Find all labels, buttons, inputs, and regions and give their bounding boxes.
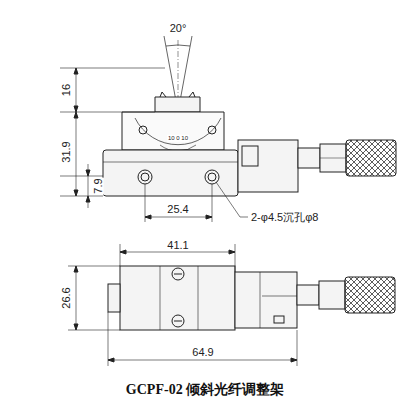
dimension-label: 41.1 bbox=[166, 239, 189, 251]
callout-note: 2-φ4.5沉孔φ8 bbox=[250, 211, 319, 223]
dimension-label: 26.6 bbox=[60, 286, 72, 309]
caption: GCPF-02 倾斜光纤调整架 bbox=[126, 382, 284, 397]
dimension-label: 31.9 bbox=[60, 140, 72, 163]
dial-scale: 10 0 10 bbox=[167, 135, 189, 142]
dimension-label: 25.4 bbox=[166, 203, 189, 215]
dimension-label: 7.9 bbox=[92, 177, 104, 194]
dimension-label: 20° bbox=[169, 22, 188, 34]
dimension-label: 16 bbox=[60, 83, 72, 97]
dimension-label: 64.9 bbox=[191, 346, 214, 358]
